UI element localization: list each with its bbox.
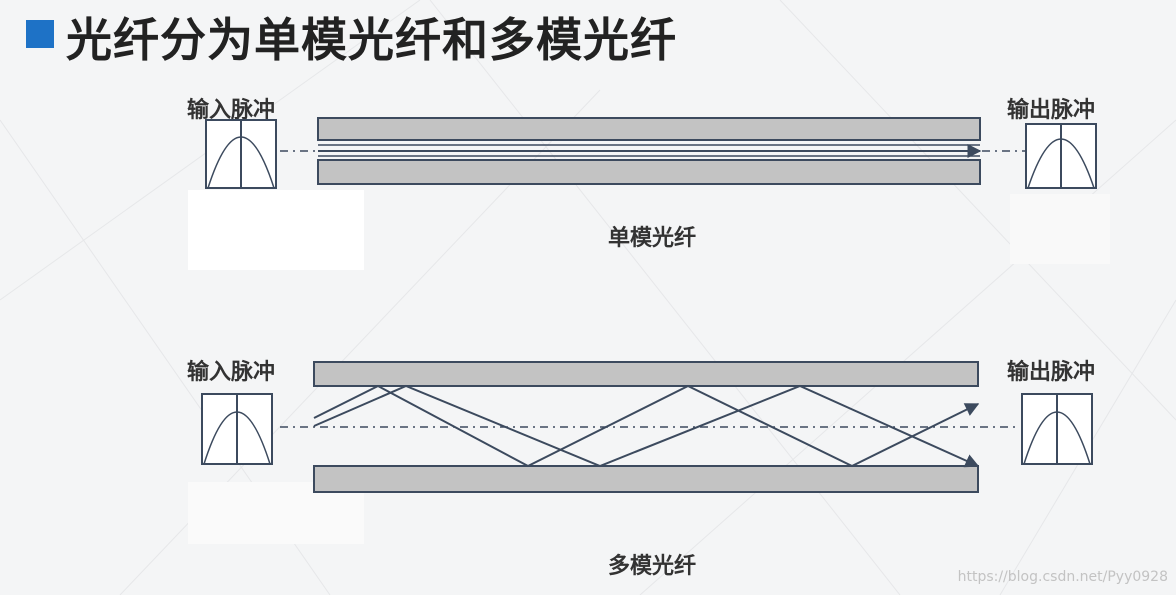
multi-mode-fiber (280, 361, 1018, 493)
multi-mode-input-pulse-icon (201, 393, 273, 465)
single-mode-fiber (280, 117, 1026, 185)
multi-mode-output-pulse-icon (1021, 393, 1093, 465)
multi-mode-input-label: 输入脉冲 (187, 360, 276, 385)
watermark: https://blog.csdn.net/Pyy0928 (957, 569, 1168, 585)
single-mode-cladding-top (317, 117, 981, 141)
single-mode-input-label: 输入脉冲 (187, 98, 276, 123)
multi-mode-caption: 多模光纤 (608, 554, 697, 579)
multi-mode-output-label: 输出脉冲 (1007, 360, 1096, 385)
blank-panel-top-left (188, 190, 364, 270)
single-mode-input-pulse-icon (205, 119, 277, 189)
single-mode-output-pulse-icon (1025, 123, 1097, 189)
multi-mode-cladding-bottom (313, 465, 979, 493)
single-mode-cladding-bottom (317, 159, 981, 185)
multi-mode-ray-1 (313, 384, 980, 468)
page-title: 光纤分为单模光纤和多模光纤 (66, 13, 677, 67)
blank-panel-top-right (1010, 194, 1110, 264)
multi-mode-cladding-top (313, 361, 979, 387)
single-mode-caption: 单模光纤 (608, 226, 697, 251)
title-bullet-icon (26, 20, 54, 48)
single-mode-output-label: 输出脉冲 (1007, 98, 1096, 123)
multi-mode-ray-2 (313, 384, 980, 468)
